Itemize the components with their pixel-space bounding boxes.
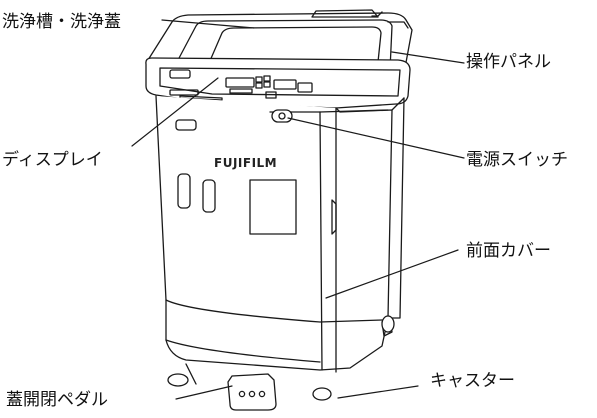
casters	[167, 315, 395, 401]
leader-power-switch	[287, 117, 465, 159]
leader-front-cover	[325, 249, 459, 299]
power-switch	[271, 109, 293, 123]
leader-lid-pedal	[175, 385, 233, 400]
leader-control-panel	[391, 51, 465, 64]
label-power-switch: 電源スイッチ	[466, 150, 568, 170]
label-washing-tub-lid: 洗浄槽・洗浄蓋	[2, 12, 121, 32]
lid-pedal	[227, 373, 277, 411]
label-casters: キャスター	[430, 371, 515, 391]
label-display: ディスプレイ	[2, 150, 103, 170]
front-panel-windows	[175, 119, 297, 235]
label-lid-pedal: 蓋開閉ペダル	[6, 390, 108, 410]
leader-washing-lid	[161, 19, 255, 29]
cabinet-body	[155, 95, 405, 373]
label-front-cover: 前面カバー	[466, 241, 551, 261]
leader-casters	[337, 385, 419, 399]
control-panel-rim	[145, 57, 411, 109]
brand-logo: FUJIFILM	[214, 156, 278, 170]
label-control-panel: 操作パネル	[466, 52, 551, 72]
leader-lines	[131, 19, 465, 400]
leader-display	[131, 77, 219, 147]
